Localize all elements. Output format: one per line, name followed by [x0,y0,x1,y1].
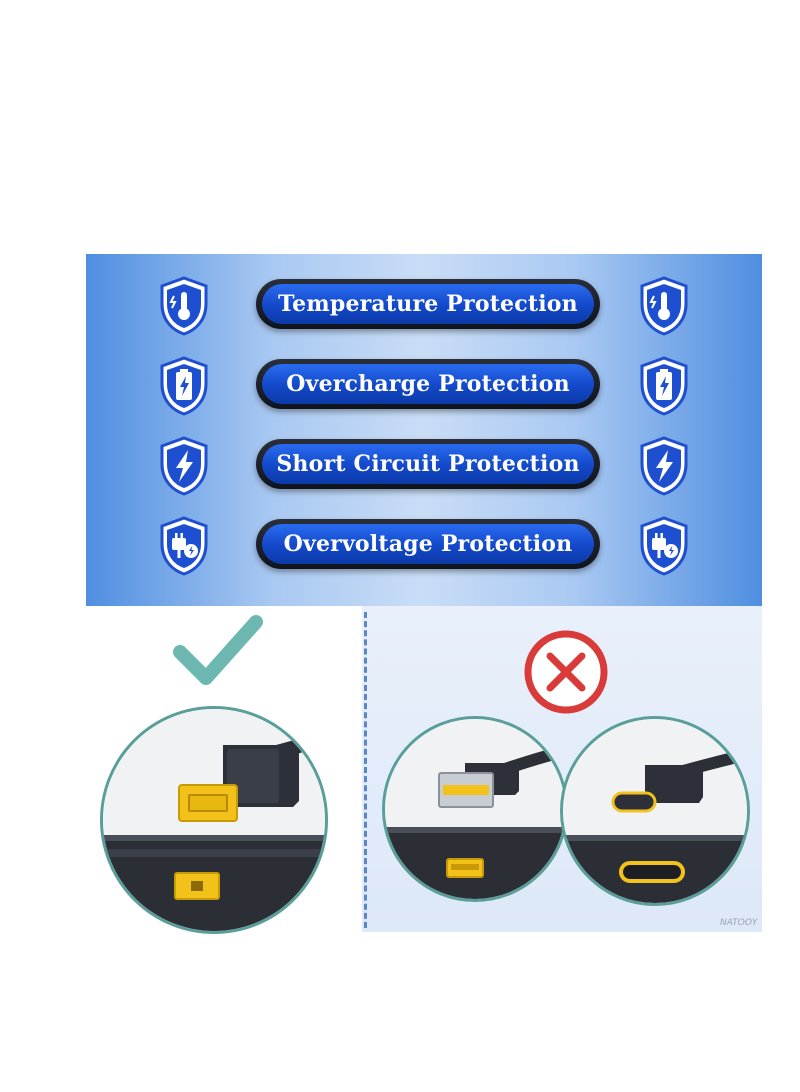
usb-c-connector [560,716,750,906]
checkmark-icon [173,615,263,685]
temperature-protection-label: Temperature Protection [278,291,578,317]
plug-shield-icon [640,516,688,576]
thermometer-shield-icon [160,276,208,336]
temperature-protection-badge: Temperature Protection [256,279,600,329]
short-circuit-protection-badge: Short Circuit Protection [256,439,600,489]
battery-shield-icon [640,356,688,416]
section-divider [364,612,367,928]
overcharge-protection-label: Overcharge Protection [286,371,570,397]
square-slim-tip-connector [100,706,328,934]
brand-watermark: NATOOY [720,918,758,928]
short-circuit-protection-label: Short Circuit Protection [276,451,580,477]
thermometer-shield-icon [640,276,688,336]
plug-shield-icon [160,516,208,576]
overvoltage-protection-badge: Overvoltage Protection [256,519,600,569]
cross-icon [524,630,608,714]
usb-a-connector [382,716,568,902]
lightning-shield-icon [160,436,208,496]
overcharge-protection-badge: Overcharge Protection [256,359,600,409]
protection-panel: Temperature Protection Overcharge Protec… [86,254,762,606]
lightning-shield-icon [640,436,688,496]
battery-shield-icon [160,356,208,416]
overvoltage-protection-label: Overvoltage Protection [283,531,573,557]
